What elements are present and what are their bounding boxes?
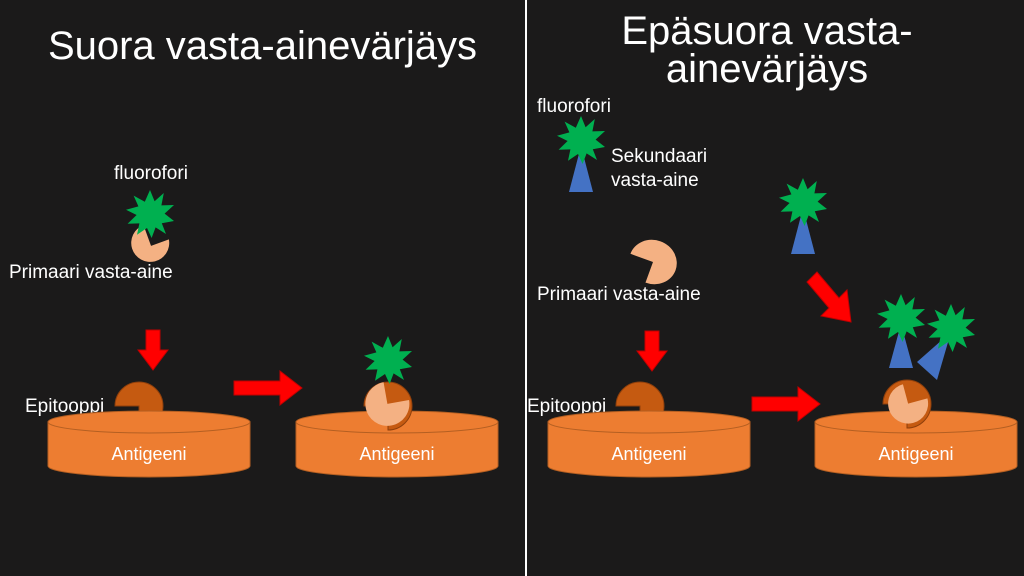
labeled-primary-antibody — [126, 190, 174, 262]
down-arrow-icon — [636, 330, 668, 372]
indirect-staining-title: Epäsuora vasta-ainevärjäys — [621, 9, 913, 91]
primary-antibody-shape — [630, 239, 677, 285]
bound-indirect-complex — [877, 294, 975, 429]
fluorophore-label: fluorofori — [114, 163, 188, 184]
fluorophore-star-icon — [557, 116, 605, 164]
diagonal-arrow-icon — [806, 271, 852, 323]
primary-antibody-shape — [888, 382, 929, 424]
floating-secondary-antibody — [779, 178, 827, 254]
epitope-label: Epitooppi — [25, 396, 105, 417]
primary-antibody-shape — [365, 380, 410, 426]
antigen-before-label: Antigeeni — [611, 444, 687, 464]
antigen-before-disk: Antigeeni — [546, 410, 752, 478]
antigen-after-label: Antigeeni — [359, 444, 435, 464]
antigen-before-label: Antigeeni — [111, 444, 187, 464]
down-arrow-icon — [137, 329, 169, 371]
secondary-antibody-shape — [791, 208, 815, 254]
bound-direct-complex — [363, 336, 413, 431]
fluorophore-label: fluorofori — [537, 96, 611, 117]
fluorophore-star-icon — [927, 304, 975, 352]
primary-antibody-label: Primaari vasta-aine — [9, 262, 173, 283]
fluorophore-star-icon — [779, 178, 827, 226]
antigen-after-disk: Antigeeni — [294, 410, 500, 478]
right-arrow-icon — [233, 369, 303, 407]
direct-staining-panel: Suora vasta-ainevärjäys fluorofori Prima… — [0, 0, 525, 576]
antigen-before-disk: Antigeeni — [46, 410, 252, 478]
indirect-staining-panel: Epäsuora vasta-ainevärjäys fluorofori Se… — [527, 0, 1024, 576]
epitope-label: Epitooppi — [527, 396, 607, 417]
labeled-secondary-antibody — [557, 116, 605, 192]
antigen-after-label: Antigeeni — [878, 444, 954, 464]
primary-antibody-shape — [131, 225, 170, 262]
secondary-antibody-shape — [889, 324, 913, 368]
fluorophore-star-icon — [364, 336, 412, 384]
direct-staining-title: Suora vasta-ainevärjäys — [47, 24, 478, 68]
primary-antibody-label: Primaari vasta-aine — [537, 284, 701, 305]
fluorophore-star-icon — [126, 190, 174, 238]
secondary-antibody-label: Sekundaari vasta-aine — [611, 146, 708, 191]
right-arrow-icon — [751, 385, 821, 423]
secondary-antibody-shape — [569, 146, 593, 192]
fluorophore-star-icon — [877, 294, 925, 342]
